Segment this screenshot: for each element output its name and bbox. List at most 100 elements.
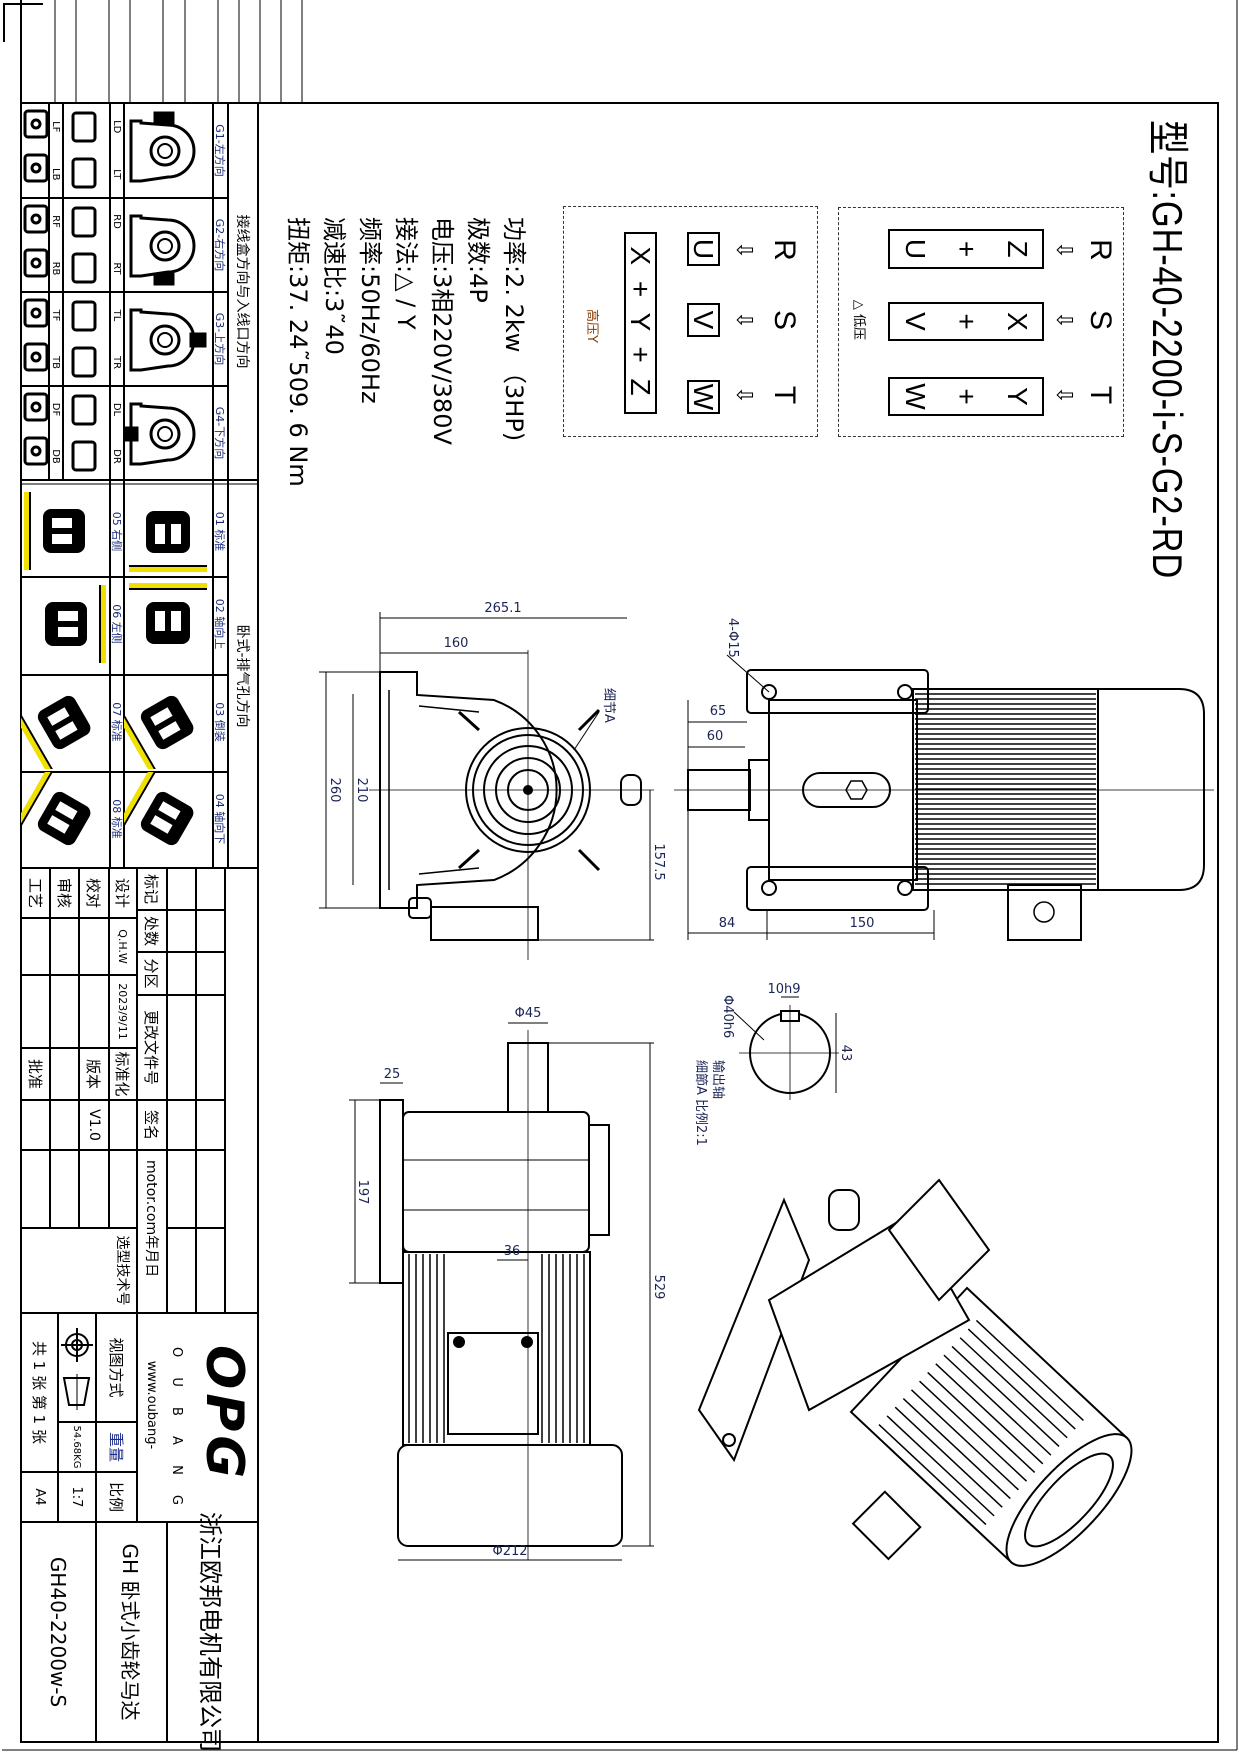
dim-65: 65 [710,704,727,719]
role-process: 工艺 [26,877,44,908]
mounting-position-icon [9,764,110,866]
dim-160: 160 [444,636,469,651]
spec-frequency: 频率:50Hz/60Hz [356,217,384,404]
isometric-view [697,1178,1133,1567]
mount-code: RF [50,215,62,228]
plus: + [951,313,983,330]
phase-s: S [768,309,801,330]
dim-phi45: Φ45 [515,1006,542,1021]
designer-name: Q.H.W [116,929,130,964]
terminal-position-icon [63,103,103,198]
gearbox-orientation-icon [123,386,213,480]
terminal: Z [1001,240,1033,258]
spec-ratio: 减速比:3˜40 [320,217,348,355]
fin-line [975,1319,1084,1421]
table-grid [21,103,259,1742]
mount-code: RT [111,262,123,275]
install-direction-header: 卧式-排气孔方向 [234,624,250,728]
terminal: W [900,383,932,410]
rev-header-sign: 签名 [142,1109,161,1140]
front-view-dimensions [319,612,654,941]
mounting-position-icon [112,675,213,777]
spec-voltage: 电压:3相220V/380V [428,217,456,445]
bottom-view-dimensions [349,1022,654,1561]
spec-connection: 接法:△ / Y [392,217,420,330]
fin-line [927,1371,1036,1474]
dim-84: 84 [719,916,736,931]
mount-code: TF [50,309,62,322]
mount-g-title: G3-上方向 [213,312,227,366]
fin-line [951,1345,1060,1447]
gearbox-orientation-icon [124,198,213,292]
dim-25: 25 [384,1067,401,1082]
mount-g-title: G2-右方向 [213,218,227,272]
dim-265-1: 265.1 [484,601,521,616]
terminal-position-icon [63,386,103,480]
rev-header-zone: 分区 [142,958,161,989]
low-voltage-label: △ 低压 [851,299,867,341]
mount-code: LF [50,121,62,133]
version-value: V1.0 [86,1109,102,1141]
terminal-group-2: X + V [888,302,1044,341]
phase-r: R [1084,239,1117,261]
phase-s: S [1084,309,1117,330]
role-design: 设计 [113,877,132,908]
terminal-group-3: Y+W [888,377,1044,416]
side-view [674,669,1214,941]
output-shaft-label: 输出轴 [710,1060,726,1099]
dim-210: 210 [354,778,369,803]
terminal-u: U [687,232,720,266]
plus: + [951,388,983,405]
terminal-direction-header: 接线盒方向与入线口方向 [234,214,250,369]
model-title: 型号:GH-40-2200-i-S-G2-RD [1144,120,1191,580]
mount-q-title: 02 轴向上 [213,598,227,650]
arrow-down-icon: ⇩ [1052,310,1077,330]
inlet-position-icon [21,103,49,198]
mounting-position-icon [9,675,110,777]
projection-symbol-icon [61,1328,93,1410]
detail-a-label: 细节A [601,688,616,723]
isometric-fins [878,1319,1084,1526]
phase-t: T [768,385,801,405]
mount-q-title: 03 倒装 [213,702,227,742]
mount-q-title: 06 左侧 [110,604,123,644]
arrow-down-icon: ⇩ [732,385,757,405]
gearbox-orientation-icon [124,292,213,386]
spec-torque: 扭矩:37. 24˜509. 6 Nm [284,217,312,487]
website: www.oubang- [144,1360,160,1450]
dim-197: 197 [355,1180,370,1205]
gearbox-orientation-icon [124,103,213,198]
terminal: V [900,312,932,331]
phase-r: R [768,239,801,261]
mount-code: DR [111,449,123,464]
dim-key-height: 43 [838,1045,853,1062]
dim-key-width: 10h9 [767,982,800,997]
product-code: GH40-2200w-S [46,1556,71,1708]
dim-150: 150 [850,916,875,931]
fin-line [943,1354,1052,1456]
high-voltage-label: 高压Y [584,309,600,343]
terminal: U [900,238,932,260]
terminal: X [1001,312,1033,331]
version-label: 版本 [84,1058,103,1089]
fin-line [935,1363,1044,1465]
dim-36: 36 [504,1244,521,1259]
selection-code-label: 选型技术号 [114,1235,130,1306]
plus: + [951,240,983,258]
mount-code: LB [50,168,62,181]
side-view-fins [915,693,1096,885]
product-name: GH 卧式小齿轮马达 [118,1543,142,1721]
mounting-position-icon [124,484,213,579]
company-logo: OPG [194,1345,254,1482]
terminal-group-1: Z + U [888,229,1044,269]
rev-header-doc: 更改文件号 [142,1009,161,1085]
dim-260: 260 [327,778,342,803]
mount-code: DB [50,449,62,464]
design-date: 2023/9/11 [116,983,130,1040]
inlet-position-icon [21,386,49,480]
rev-header-date: motor.com年月日 [143,1160,159,1278]
fin-line [902,1397,1011,1500]
brand-name: O U B A N G [169,1346,185,1514]
